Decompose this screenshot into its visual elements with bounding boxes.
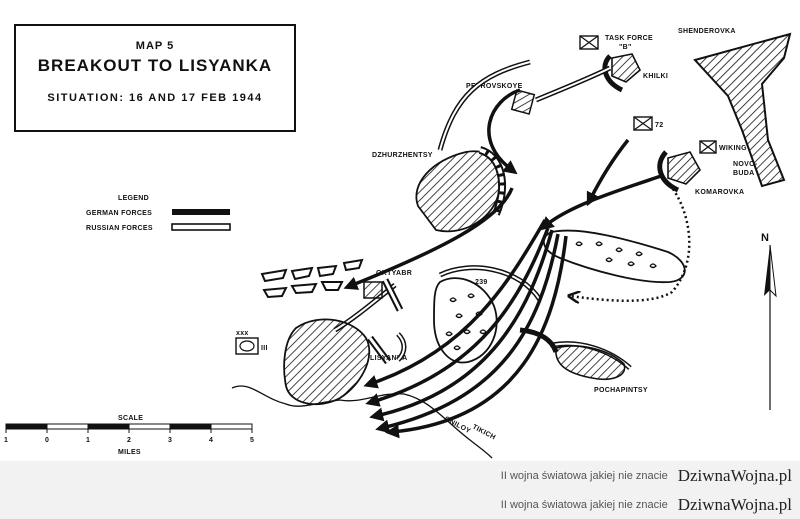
- watermark-bar-1: II wojna światowa jakiej nie znacie Dziw…: [0, 461, 800, 490]
- breakout-map: LEGEND GERMAN FORCES RUSSIAN FORCES SHEN…: [4, 28, 792, 459]
- scale-tick-label: 1: [4, 437, 8, 444]
- map-title: BREAKOUT TO LISYANKA: [37, 56, 273, 75]
- watermark-tagline: II wojna światowa jakiej nie znacie: [500, 498, 668, 511]
- petrovskoye-town: [510, 89, 536, 115]
- map-situation: SITUATION: 16 AND 17 FEB 1944: [47, 92, 263, 104]
- task-force-b-label: "B": [619, 44, 632, 51]
- hill-239-woods: [433, 277, 498, 364]
- dzhurzhentsy-town: [415, 150, 502, 233]
- legend: LEGEND GERMAN FORCES RUSSIAN FORCES: [86, 195, 231, 232]
- khilki-town: [611, 53, 641, 83]
- legend-russian-label: RUSSIAN FORCES: [86, 225, 153, 232]
- khilki-label: KHILKI: [643, 73, 668, 80]
- legend-russian-swatch: [171, 223, 231, 231]
- shenderovka-town: [693, 32, 792, 188]
- watermark-brand[interactable]: DziwnaWojna.pl: [677, 465, 792, 485]
- scale-tick-label: 2: [127, 437, 131, 444]
- oktyabr-town: [363, 281, 383, 299]
- komarovka-label: KOMAROVKA: [695, 189, 744, 196]
- scale-tick-label: 0: [45, 437, 49, 444]
- pochapintsy-label: POCHAPINTSY: [594, 387, 648, 394]
- eastern-woods: [543, 229, 686, 284]
- komarovka-town: [667, 151, 701, 185]
- buda-label: BUDA: [733, 170, 754, 177]
- shenderovka-label: SHENDEROVKA: [678, 28, 736, 35]
- novo-label: NOVO-: [733, 161, 758, 168]
- map-title-box: MAP 5 BREAKOUT TO LISYANKA SITUATION: 16…: [14, 24, 296, 132]
- scale-units: MILES: [118, 449, 141, 456]
- river-label-1: GNILOY: [443, 416, 472, 436]
- dotted-route: [570, 184, 691, 301]
- north-label: N: [761, 232, 769, 244]
- russian-front-markers: [260, 258, 364, 299]
- watermark-tagline: II wojna światowa jakiej nie znacie: [500, 469, 668, 482]
- hill-239-label: 239: [475, 279, 488, 286]
- legend-german-label: GERMAN FORCES: [86, 210, 152, 217]
- unit-iii-label: III: [261, 345, 268, 352]
- petrovskoye-label: PETROVSKOYE: [466, 83, 523, 90]
- scale-tick-label: 3: [168, 437, 172, 444]
- scale-tick-label: 5: [250, 437, 254, 444]
- unit-72-label: 72: [655, 122, 663, 129]
- german-breakout-arrows: [343, 88, 665, 439]
- oktyabr-label: OKTYABR: [376, 270, 412, 277]
- lisyanka-town: [283, 318, 371, 406]
- scale-tick-label: 4: [209, 437, 213, 444]
- gniloy-tikich-river: [231, 385, 493, 459]
- lisyanka-label: LISYANKA: [370, 355, 408, 362]
- wiking-label: WIKING: [719, 145, 747, 152]
- dzhurzhentsy-label: DZHURZHENTSY: [372, 152, 433, 159]
- watermark-brand[interactable]: DziwnaWojna.pl: [677, 494, 792, 514]
- scale-bar: SCALE 1 0 1 2 3 4 5 MILES: [4, 415, 254, 456]
- scale-label: SCALE: [118, 415, 143, 422]
- north-arrow: N: [761, 232, 777, 410]
- pochapintsy-town: [555, 345, 626, 380]
- river-label-2: TIKICH: [471, 424, 496, 442]
- map-number: MAP 5: [135, 40, 175, 52]
- scale-tick-label: 1: [86, 437, 90, 444]
- watermark-bar-2: II wojna światowa jakiej nie znacie Dziw…: [0, 490, 800, 519]
- svg-text:xxx: xxx: [236, 330, 249, 337]
- task-force-label: TASK FORCE: [605, 35, 653, 42]
- unit-iii-symbol: [235, 337, 259, 355]
- legend-heading: LEGEND: [118, 195, 149, 202]
- legend-german-swatch: [172, 209, 230, 215]
